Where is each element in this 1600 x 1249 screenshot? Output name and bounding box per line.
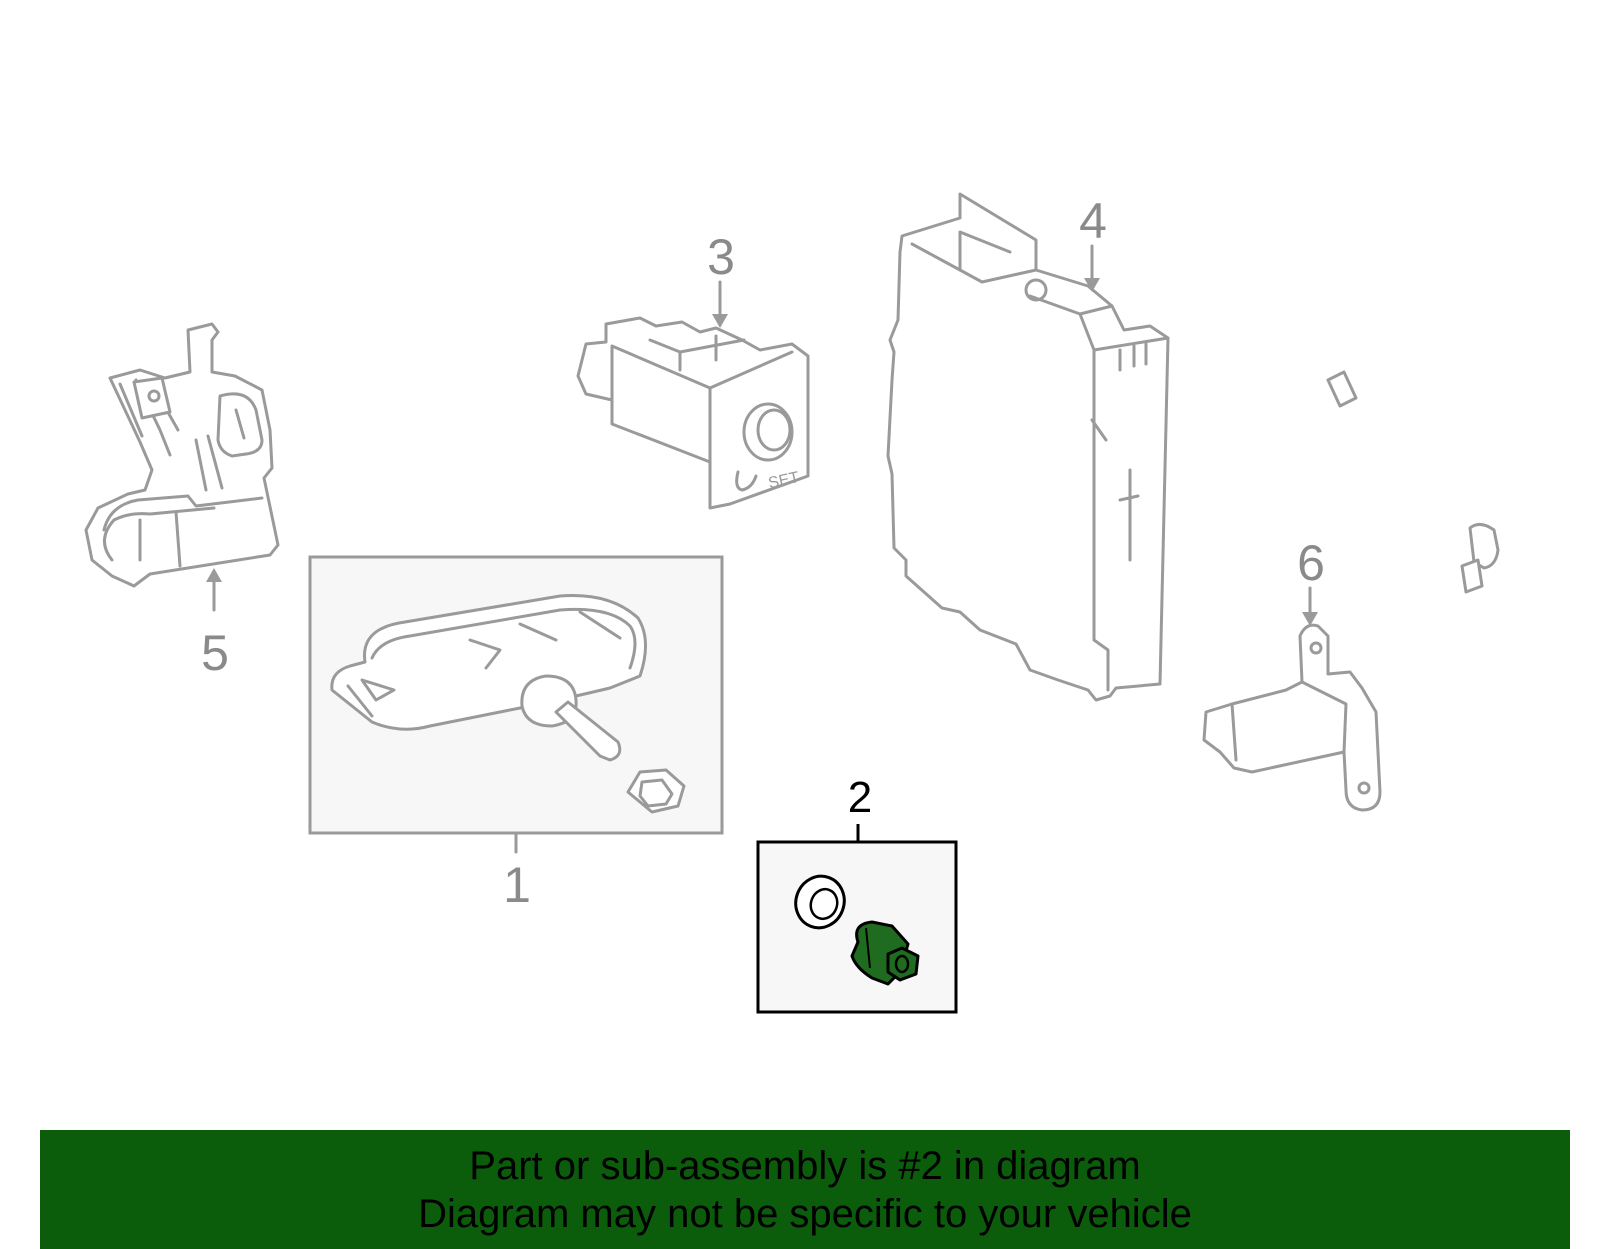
part-2-box: [756, 840, 958, 1014]
part-3-set-switch[interactable]: SET 3: [576, 229, 810, 510]
part-5-bracket-sensor[interactable]: 5: [84, 322, 280, 681]
part-1-tire-pressure-sensor[interactable]: 1: [308, 555, 724, 913]
callout-1: 1: [503, 857, 531, 913]
highlighted-valve-nut: [850, 920, 920, 986]
grommet-ring: [794, 874, 846, 930]
callout-4: 4: [1079, 193, 1107, 249]
callout-6: 6: [1297, 535, 1325, 591]
callout-2: 2: [848, 773, 872, 822]
info-banner: Part or sub-assembly is #2 in diagram Di…: [40, 1130, 1570, 1249]
banner-background: [40, 1130, 1570, 1249]
banner-line-2: Diagram may not be specific to your vehi…: [418, 1192, 1192, 1236]
set-button-label: SET: [767, 469, 801, 492]
part-2-valve-nut-kit[interactable]: 2: [756, 773, 958, 1014]
part-4-control-module[interactable]: 4: [886, 192, 1170, 702]
banner-line-1: Part or sub-assembly is #2 in diagram: [469, 1144, 1141, 1188]
part-6-sensor-with-harness[interactable]: 6: [1202, 370, 1516, 812]
callout-5: 5: [201, 625, 229, 681]
callout-3: 3: [707, 229, 735, 285]
